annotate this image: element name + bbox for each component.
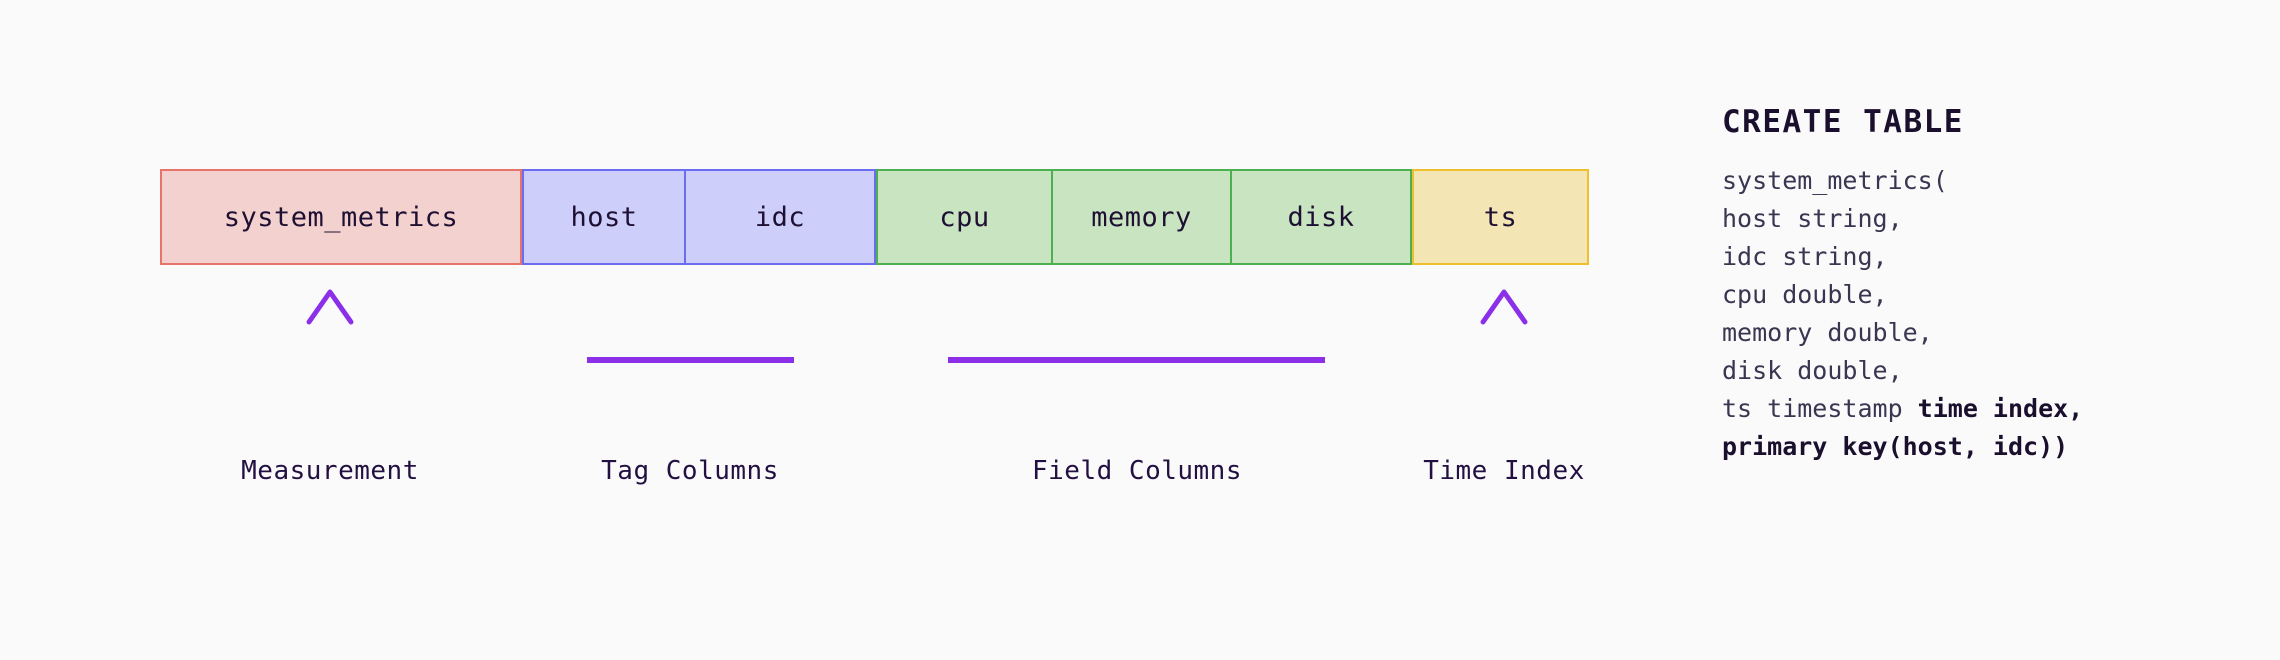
code-keyword: primary key(host, idc)) (1722, 432, 2069, 461)
code-text: memory double, (1722, 318, 1933, 347)
cell-cpu[interactable]: cpu (939, 201, 990, 233)
code-text: host string, (1722, 204, 1903, 233)
create-table-panel: CREATE TABLE system_metrics(host string,… (1722, 104, 2242, 466)
label-tag-columns: Tag Columns (601, 456, 779, 486)
code-text: system_metrics( (1722, 166, 1948, 195)
label-measurement: Measurement (241, 456, 419, 486)
code-line: host string, (1722, 200, 2242, 238)
code-line: memory double, (1722, 314, 2242, 352)
field-columns-bracket-icon (948, 300, 1325, 425)
code-line: ts timestamp time index, (1722, 390, 2242, 428)
code-line: idc string, (1722, 238, 2242, 276)
cell-memory[interactable]: memory (1051, 171, 1230, 263)
cell-system-metrics[interactable]: system_metrics (223, 201, 459, 233)
group-time-index: ts (1412, 169, 1589, 265)
code-keyword: time index, (1917, 394, 2084, 423)
code-panel-title: CREATE TABLE (1722, 104, 1964, 140)
code-text: ts timestamp (1722, 394, 1918, 423)
cell-host[interactable]: host (570, 201, 638, 233)
measurement-arrow-icon (306, 289, 354, 425)
code-line: disk double, (1722, 352, 2242, 390)
code-line: primary key(host, idc)) (1722, 428, 2242, 466)
cell-disk[interactable]: disk (1230, 171, 1410, 263)
group-measurement: system_metrics (160, 169, 522, 265)
code-panel-body: system_metrics(host string, idc string, cp… (1722, 162, 2242, 466)
label-field-columns: Field Columns (1032, 456, 1242, 486)
schema-strip: system_metrics host idc cpu memory disk … (160, 169, 1589, 265)
group-tag-columns: host idc (522, 169, 876, 265)
group-field-columns: cpu memory disk (876, 169, 1412, 265)
code-line: cpu double, (1722, 276, 2242, 314)
time-index-arrow-icon (1480, 289, 1528, 425)
tag-columns-bracket-icon (587, 300, 794, 425)
code-text: cpu double, (1722, 280, 1888, 309)
code-text: idc string, (1722, 242, 1888, 271)
cell-idc[interactable]: idc (684, 171, 874, 263)
label-time-index: Time Index (1423, 456, 1585, 486)
code-text: disk double, (1722, 356, 1903, 385)
code-line: system_metrics( (1722, 162, 2242, 200)
cell-ts[interactable]: ts (1483, 201, 1518, 233)
